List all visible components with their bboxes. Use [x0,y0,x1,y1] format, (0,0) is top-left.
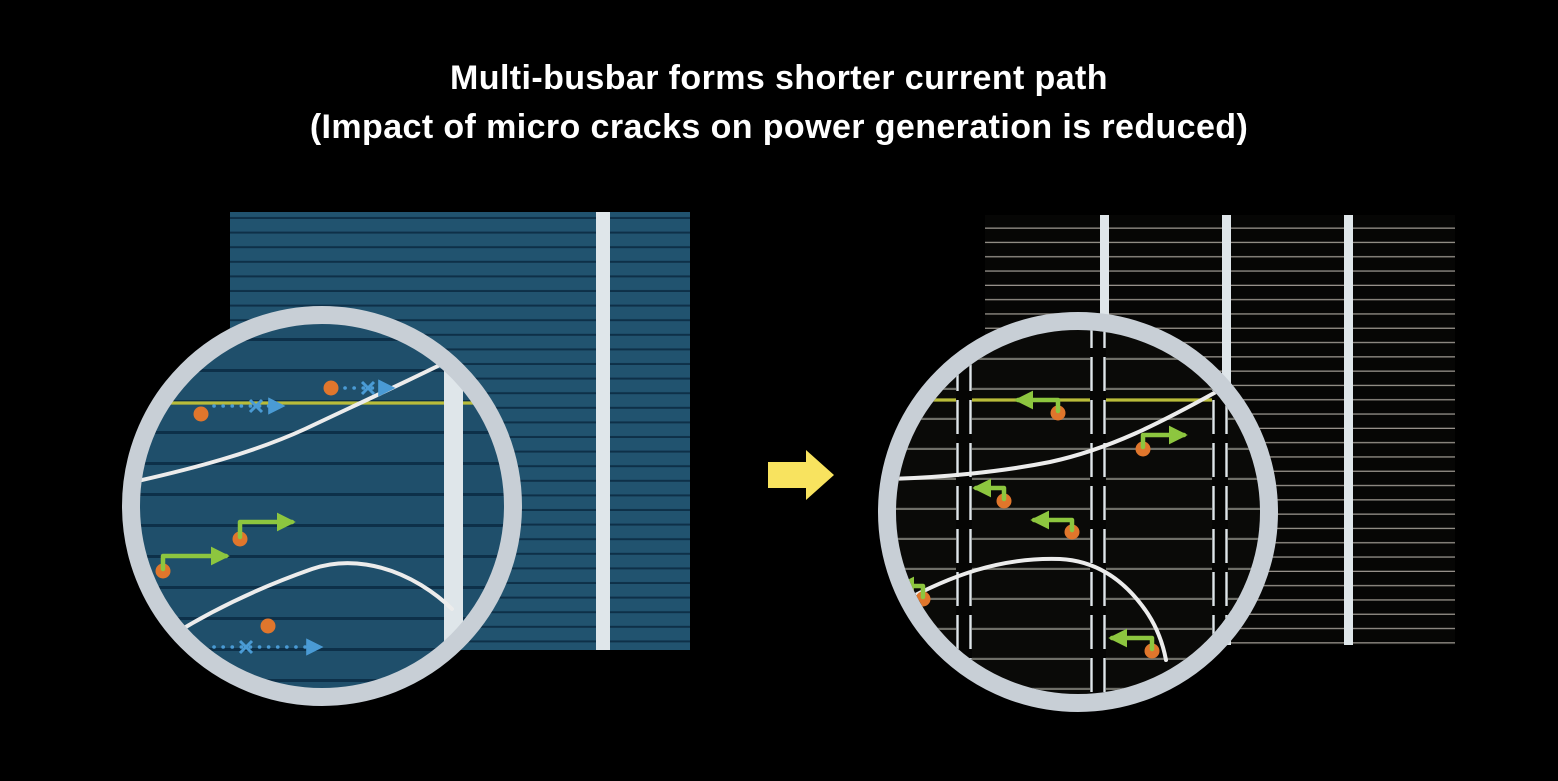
transition-arrow-icon [768,450,834,500]
blocked-x-icon [238,639,254,655]
right-zoom-busbar-2 [1090,330,1106,694]
left-micro-crack-upper [139,358,452,486]
current-path-green-2 [155,546,230,579]
current-arrow [160,546,230,572]
busbar-body [956,330,972,694]
current-arrow [1014,390,1061,414]
right-magnifier-ring [878,312,1278,712]
blocked-x-icon [248,398,264,414]
right-micro-crack-upper [896,390,1218,481]
electron-dot [193,406,209,422]
busbar-body [1212,330,1228,694]
blocked-current-path-left [193,397,286,422]
right-cell-busbar-3 [1344,215,1353,645]
current-arrow [237,512,296,540]
left-cell-busbar [596,212,610,650]
blocked-current-path-top [323,379,396,397]
left-magnifier [122,306,522,706]
diagram-title: Multi-busbar forms shorter current path … [0,54,1558,152]
right-micro-crack-lower [898,556,1168,662]
short-current-path-4 [1030,510,1080,540]
short-current-path-6 [1108,628,1160,659]
title-line-1: Multi-busbar forms shorter current path [450,59,1108,97]
electron-dot [323,380,339,396]
left-zoom-busbar [444,323,463,689]
current-arrow [1108,628,1155,652]
short-current-path-2 [1135,425,1188,457]
blocked-current-path-bottom [212,618,324,656]
busbar-body [1090,330,1106,694]
current-path-green-1 [232,512,296,547]
right-zoom-busbar-1 [956,330,972,694]
title-line-2: (Impact of micro cracks on power generat… [309,108,1249,146]
left-micro-crack-lower [146,561,454,653]
electron-dot [260,618,276,634]
blocked-x-icon [360,380,376,396]
current-arrow [972,478,1007,502]
short-current-path-1 [1014,390,1066,421]
right-magnifier-content [896,330,1260,694]
current-arrow [1030,510,1075,533]
current-arrow [1140,425,1188,450]
right-magnifier [878,312,1278,712]
left-magnifier-ring [122,306,522,706]
left-magnifier-content [139,323,505,689]
short-current-path-3 [972,478,1012,509]
